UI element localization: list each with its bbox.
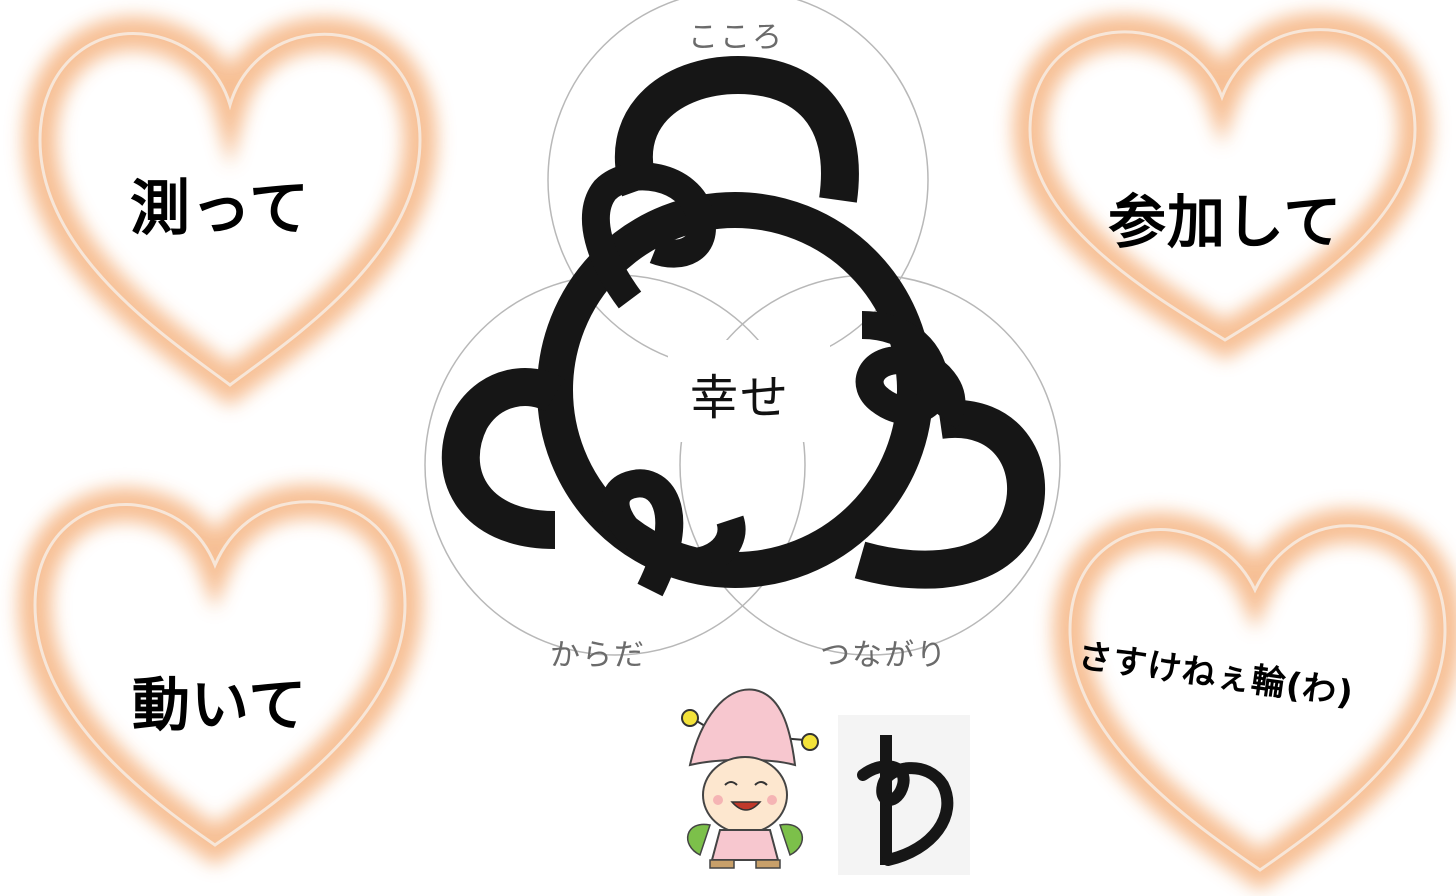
heart-label-move: 動いて (132, 671, 308, 739)
circle-karada (424, 274, 806, 656)
heart-bottom-right (1045, 490, 1456, 891)
wa-logo-icon (857, 735, 954, 866)
heart-label-participate: 参加して (1108, 188, 1343, 256)
knot-left-loop (441, 368, 565, 549)
heart-label-measure: 測って (130, 174, 310, 244)
knot-right-loop (854, 399, 1046, 589)
center-label-background (668, 340, 830, 442)
heart-icon (22, 16, 438, 407)
knot-right-curl (855, 311, 966, 429)
flower-mascot-icon (681, 688, 819, 869)
heart-top-left (20, 10, 440, 407)
heart-icon (1012, 12, 1433, 360)
trefoil-knot-icon (424, 0, 1061, 656)
heart-top-right (1000, 5, 1440, 360)
circle-label-kokoro: こころ (688, 20, 784, 55)
heart-icon (17, 484, 423, 866)
knot-top-loop (615, 55, 859, 203)
knot-bottom-curl (601, 469, 746, 597)
circle-label-karada: からだ (550, 638, 646, 673)
circle-label-tsunagari: つながり (820, 638, 948, 673)
heart-bottom-left (10, 470, 430, 866)
center-label: 幸せ (690, 370, 791, 426)
heart-icon (1052, 508, 1456, 891)
knot-top-curl (581, 162, 716, 309)
